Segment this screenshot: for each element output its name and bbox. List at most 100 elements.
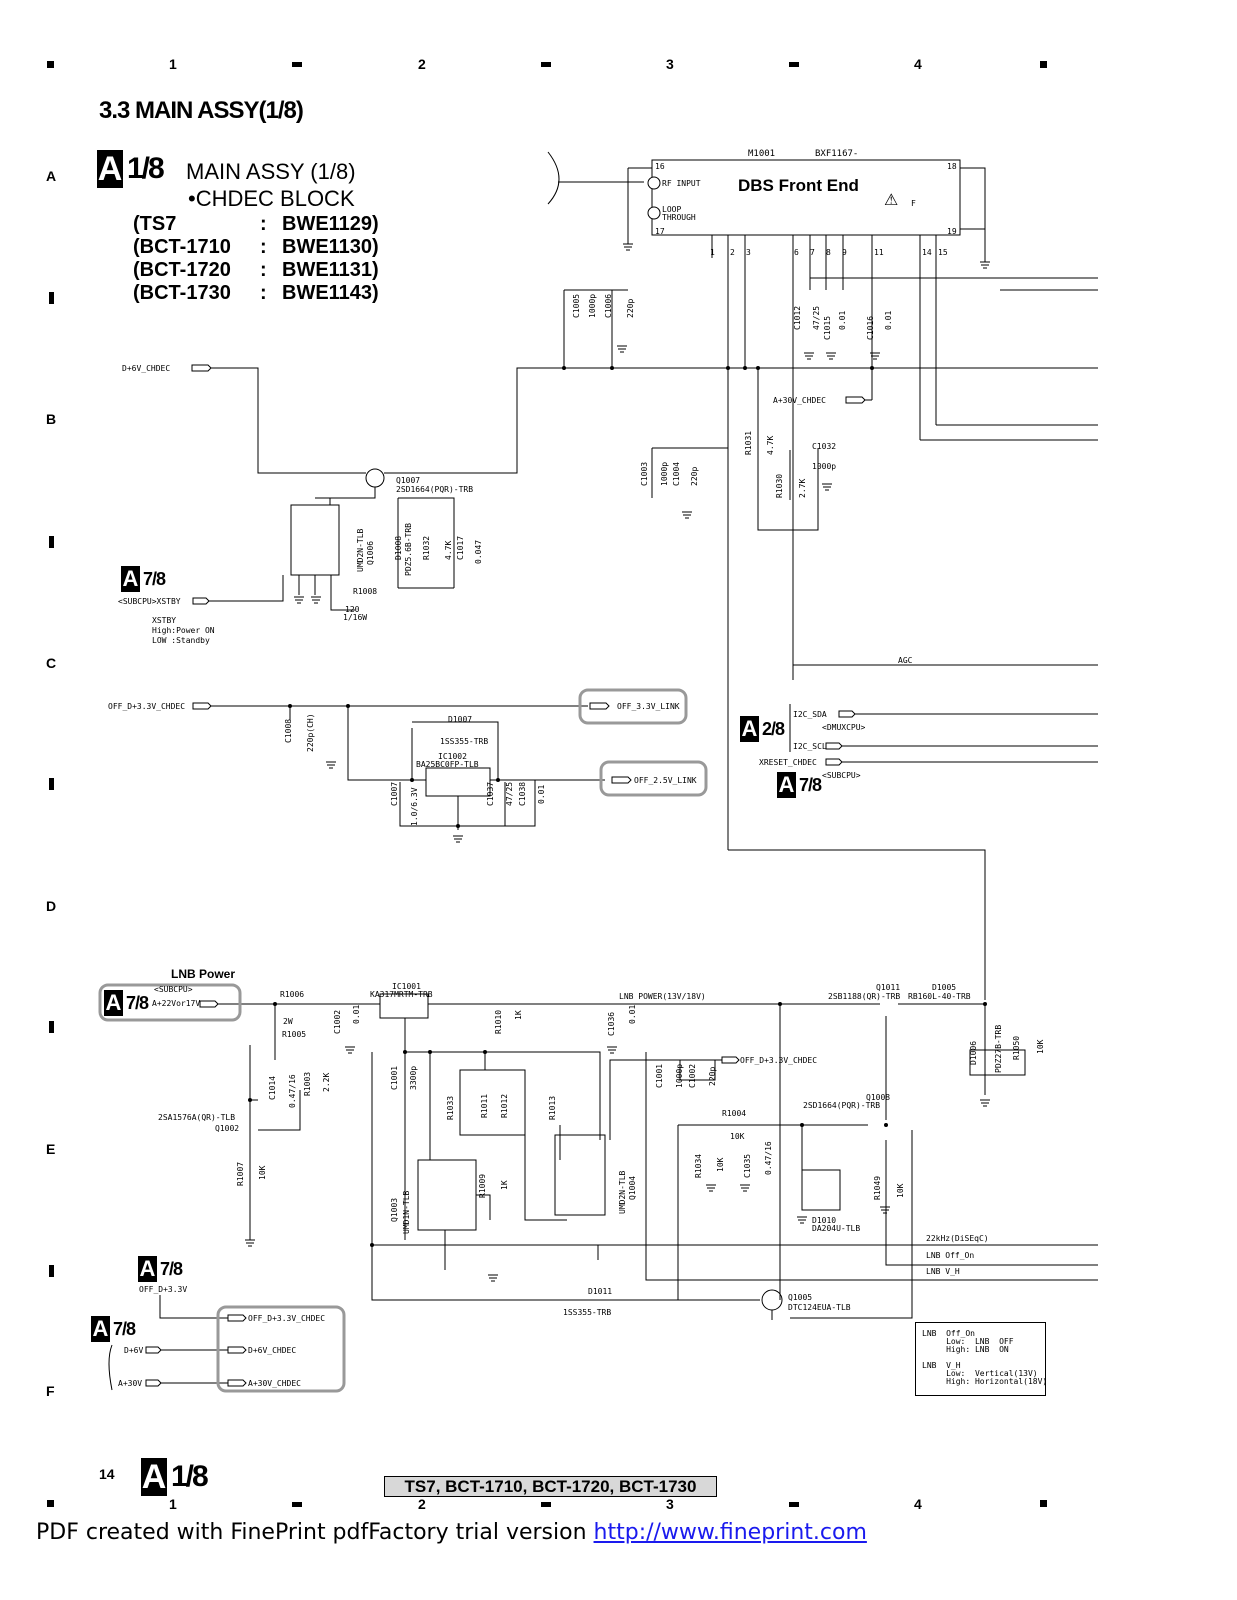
page-title: 3.3 MAIN ASSY(1/8) [99,97,304,124]
component-ref: R1049 [873,1175,882,1200]
component-value: 1000p [812,462,837,471]
net-label: D+6V_CHDEC [248,1346,297,1355]
sheet-ref-badge[interactable]: A [138,1256,157,1282]
rf-input-label: RF INPUT [662,179,701,188]
component-value: 0.47/16 [288,1074,297,1108]
component-part: RB160L-40-TRB [908,992,971,1001]
component-ref: R1031 [744,430,753,455]
component-rating: 2W [283,1017,293,1026]
component-ref: C1035 [743,1153,752,1178]
sheet-ref-fraction: 7/8 [143,569,166,589]
component-ref: R1011 [480,1093,489,1118]
component-ref: D1007 [448,715,473,724]
component-ref: C1007 [390,781,399,806]
note-line: XSTBY [152,616,177,625]
component-value: 10K [716,1157,725,1172]
grid-col-3-bottom: 3 [666,1496,674,1512]
net-label: A+30V [118,1379,143,1388]
pin-label: 3 [746,248,751,257]
model-part: BWE1131) [282,259,379,281]
sheet-ref-fraction: 7/8 [113,1319,136,1339]
model-part: BWE1143) [282,282,379,304]
component-part: 2SD1664(PQR)-TRB [396,485,474,494]
component-value: 10K [730,1132,745,1141]
component-ref: Q1007 [396,476,421,485]
component-part: 2SA1576A(QR)-TLB [158,1113,236,1122]
grid-marker [292,1502,302,1507]
grid-col-2: 2 [418,56,426,72]
component-value: 220p(CH) [306,713,315,752]
net-label: A+30V_CHDEC [773,396,826,405]
component-value: 10K [258,1165,267,1180]
net-label: OFF_3.3V_LINK [617,702,680,711]
net-label: OFF_D+3.3V_CHDEC [740,1056,818,1065]
net-label: OFF_D+3.3V_CHDEC [248,1314,326,1323]
pin-label: 2 [730,248,735,257]
legend-line: High: LNB ON [922,1345,1009,1354]
front-end-box [651,159,961,236]
sheet-ref-badge[interactable]: A [104,990,123,1016]
note-line: High:Power ON [152,626,215,635]
pdf-note-text: PDF created with FinePrint pdfFactory tr… [36,1520,594,1545]
component-ref: Q1011 [876,983,901,992]
grid-row-c: C [46,655,57,671]
component-value: 0.01 [838,310,847,330]
component-value: 1K [500,1180,509,1190]
sheet-ref-badge[interactable]: A [121,566,140,592]
net-label: AGC [898,656,913,665]
component-ref: R1007 [236,1161,245,1186]
component-value: 220p [708,1066,717,1086]
grid-marker [47,1500,54,1507]
component-value: 1.0/6.3V [410,787,419,826]
component-ref: R1009 [478,1173,487,1198]
pin-label: 17 [655,227,665,236]
net-label: D+6V [124,1346,144,1355]
grid-row-d: D [46,898,57,914]
component-ref: C1008 [284,718,293,743]
pdf-link[interactable]: http://www.fineprint.com [593,1520,867,1545]
model-name: (TS7 [133,213,177,235]
sheet-fraction: 1/8 [127,152,165,185]
pin-label: 8 [826,248,831,257]
pin-label: 9 [842,248,847,257]
component-value: 47/25 [505,781,514,806]
grid-marker [541,62,551,67]
component-ref: IC1002 [438,752,467,761]
net-label: OFF_2.5V_LINK [634,776,697,785]
component-ref: D1005 [932,983,957,992]
net-label: XRESET_CHDEC [759,758,817,767]
legend-line: LNB Off_On [922,1329,975,1338]
sheet-ref-fraction: 7/8 [799,775,822,795]
pin-label: 18 [947,162,957,171]
net-label: LNB Off_On [926,1251,975,1260]
component-value: 220p [626,298,635,318]
component-ref: R1033 [446,1095,455,1120]
component-ref: C1012 [793,305,802,330]
component-value: 4.7K [766,435,775,455]
legend-line: LNB V_H [922,1361,961,1370]
component-ref: R1032 [422,535,431,560]
sheet-ref-badge[interactable]: A [777,772,796,798]
pin-label: 6 [794,248,799,257]
component-ref: Q1005 [788,1293,813,1302]
component-part: PDZ5.6B-TRB [404,523,413,576]
legend-line: Low: LNB OFF [922,1337,1014,1346]
pin-label: 16 [655,162,665,171]
component-ref: R1005 [282,1030,307,1039]
sheet-ref-badge[interactable]: A [91,1316,110,1342]
component-value: 120 [345,605,360,614]
component-part: PDZ27B-TRB [994,1024,1003,1073]
grid-col-4-bottom: 4 [914,1496,922,1512]
footer-sheet-fraction: 1/8 [171,1460,209,1493]
sheet-ref-badge[interactable]: A [740,716,759,742]
component-value: 2.2K [322,1072,331,1092]
pin-label: 1 [710,248,715,257]
component-ref: D1006 [969,1040,978,1065]
pin-label: 14 [922,248,932,257]
net-label: OFF_D+3.3V_CHDEC [108,702,186,711]
block-name: •CHDEC BLOCK [188,186,355,211]
model-name: (BCT-1730 [133,282,231,304]
component-ref: C1003 [640,461,649,486]
grid-marker [49,1265,54,1277]
